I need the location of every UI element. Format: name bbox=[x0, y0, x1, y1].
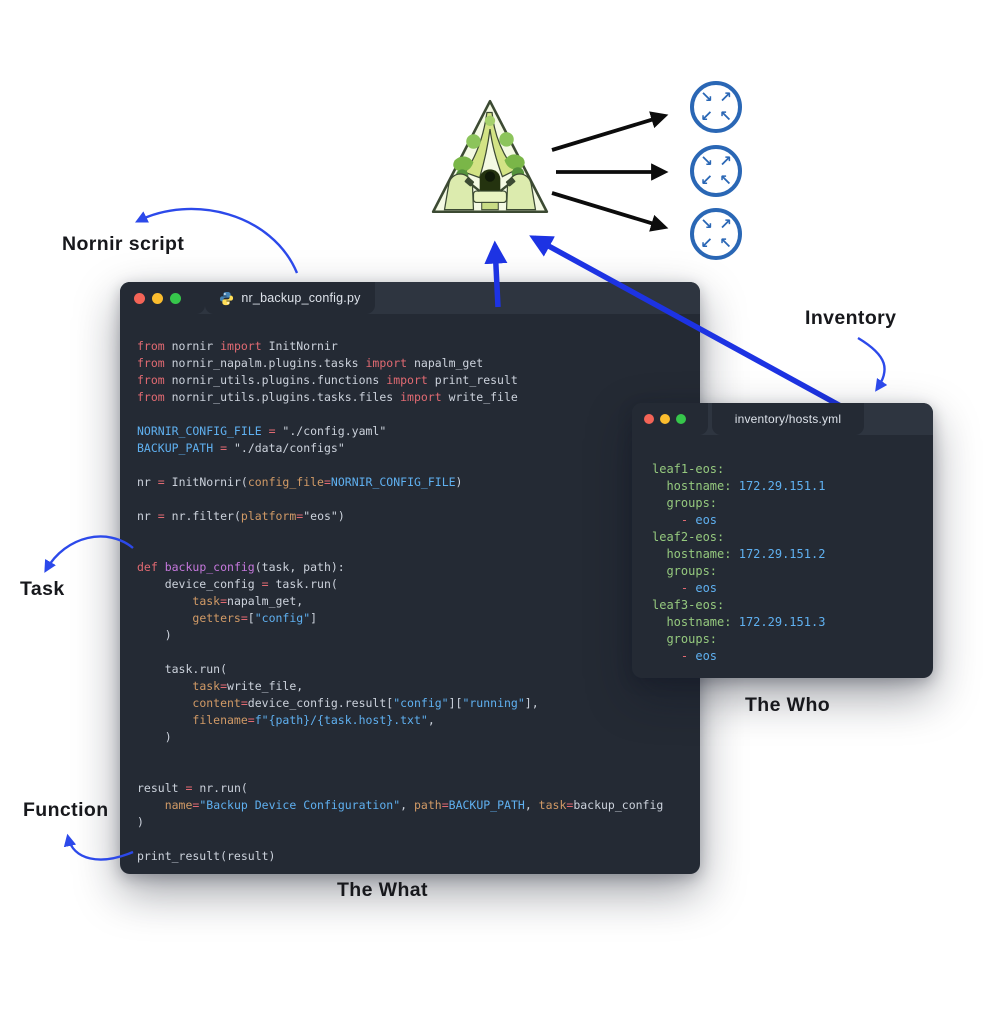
router-arrow-in-icon: ↖ bbox=[719, 171, 732, 189]
router-arrow-in-icon: ↘ bbox=[700, 215, 713, 233]
router-icon-2: ↘ ↗ ↙ ↖ bbox=[690, 145, 742, 197]
tab-nr-backup-config[interactable]: nr_backup_config.py bbox=[205, 282, 375, 314]
arrow-logo-to-router-1 bbox=[551, 111, 669, 152]
inventory-window: inventory/hosts.yml leaf1-eos: hostname:… bbox=[632, 403, 933, 678]
label-the-what: The What bbox=[337, 879, 428, 901]
router-arrow-out-icon: ↙ bbox=[700, 171, 713, 189]
python-icon bbox=[220, 291, 234, 305]
router-arrow-in-icon: ↖ bbox=[719, 234, 732, 252]
router-arrow-out-icon: ↗ bbox=[719, 215, 732, 233]
tab-inventory-hosts[interactable]: inventory/hosts.yml bbox=[712, 403, 864, 435]
nornir-logo bbox=[428, 96, 552, 220]
close-button[interactable] bbox=[644, 414, 654, 424]
router-arrow-in-icon: ↖ bbox=[719, 107, 732, 125]
arrow-logo-to-router-3 bbox=[551, 191, 669, 232]
minimize-button[interactable] bbox=[152, 292, 163, 304]
maximize-button[interactable] bbox=[676, 414, 686, 424]
maximize-button[interactable] bbox=[170, 292, 181, 304]
code-window-titlebar[interactable]: nr_backup_config.py bbox=[120, 282, 700, 314]
curve-to-inventory-window bbox=[857, 336, 888, 392]
label-function: Function bbox=[23, 799, 109, 821]
close-button[interactable] bbox=[134, 292, 145, 304]
code-window: nr_backup_config.py from nornir import I… bbox=[120, 282, 700, 874]
traffic-light-block bbox=[632, 403, 708, 435]
traffic-light-block bbox=[120, 282, 205, 314]
router-arrow-out-icon: ↙ bbox=[700, 107, 713, 125]
label-inventory: Inventory bbox=[805, 307, 897, 329]
label-the-who: The Who bbox=[745, 694, 831, 716]
router-icon-3: ↘ ↗ ↙ ↖ bbox=[690, 208, 742, 260]
label-nornir-script: Nornir script bbox=[62, 233, 185, 255]
minimize-button[interactable] bbox=[660, 414, 670, 424]
code-window-title: nr_backup_config.py bbox=[241, 291, 361, 305]
router-icon-1: ↘ ↗ ↙ ↖ bbox=[690, 81, 742, 133]
label-task: Task bbox=[20, 578, 65, 600]
router-arrow-in-icon: ↘ bbox=[700, 152, 713, 170]
inventory-window-title: inventory/hosts.yml bbox=[734, 412, 842, 426]
router-arrow-out-icon: ↗ bbox=[719, 88, 732, 106]
router-arrow-out-icon: ↙ bbox=[700, 234, 713, 252]
yaml-code[interactable]: leaf1-eos: hostname: 172.29.151.1 groups… bbox=[652, 462, 826, 663]
router-arrow-out-icon: ↗ bbox=[719, 152, 732, 170]
router-arrow-in-icon: ↘ bbox=[700, 88, 713, 106]
inventory-window-titlebar[interactable]: inventory/hosts.yml bbox=[632, 403, 933, 435]
nornir-logo-graphic bbox=[431, 99, 549, 214]
